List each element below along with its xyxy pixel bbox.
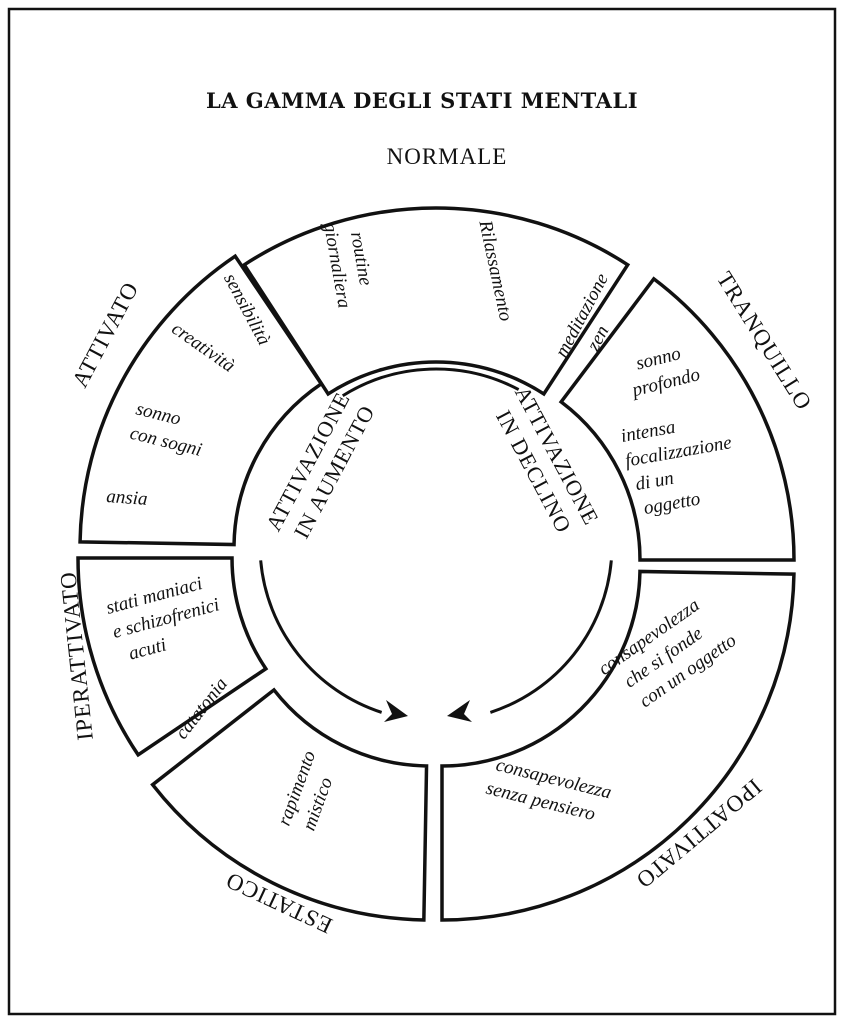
item-consapevolezza-oggetto: consapevolezza che si fonde con un ogget… [595,589,741,721]
item-sonno-con-sogni: sonno con sogni [128,398,210,460]
page-border [7,7,837,1016]
arrow-right-arc [489,560,613,714]
label-attivato: ATTIVATO [67,277,143,391]
arrow-right-head-icon [447,700,472,722]
label-tranquillo: TRANQUILLO [712,267,817,414]
segment-iperattivato [76,556,269,758]
segment-tranquillo [558,276,796,562]
diagram-title: LA GAMMA DEGLI STATI MENTALI [206,88,638,113]
item-routine-giornaliera: routine giornaliera [319,217,379,310]
label-normale: NORMALE [387,144,508,169]
item-catatonia: catatonia [171,674,232,743]
item-ansia: ansia [106,486,149,510]
item-rilassamento: Rilassamento [474,218,516,323]
arrow-left-arc [259,560,383,714]
item-creativita: creatività [168,318,239,377]
item-sensibilita: sensibilità [219,270,274,349]
inner-top-arc [341,367,520,398]
item-rapimento-mistico: rapimento mistico [274,744,346,838]
segment-attivato [78,253,324,547]
segment-normale [241,206,631,397]
segment-estatico [150,687,429,922]
segment-ipoattivato [440,569,796,922]
label-ipoattivato: IPOATTIVATO [631,774,766,893]
item-intensa-focalizzazione: intensa focalizzazione di un oggetto [619,407,746,521]
label-attivazione-in-aumento: ATTIVAZIONE IN AUMENTO [261,382,383,548]
arrow-left-head-icon [384,700,408,722]
item-sonno-profondo: sonno profondo [622,340,702,402]
label-attivazione-in-declino: ATTIVAZIONE IN DECLINO [485,382,607,548]
item-stati-maniaci: stati maniaci e schizofrenici acuti [104,569,233,667]
item-consapevolezza-senza-pensiero: consapevolezza senza pensiero [484,754,618,829]
